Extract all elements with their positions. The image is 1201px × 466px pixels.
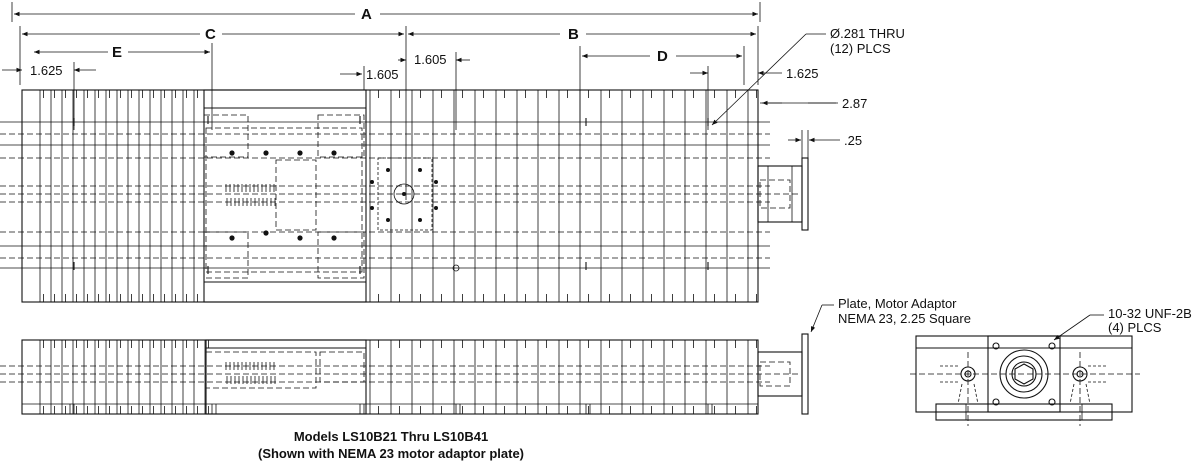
caption-title: Models LS10B21 Thru LS10B41: [294, 429, 488, 444]
dim-mid-1605-a: 1.605: [366, 67, 399, 82]
callout-plate-line1: Plate, Motor Adaptor: [838, 296, 957, 311]
dim-label-d: D: [657, 48, 668, 65]
dim-left-1625: 1.625: [30, 63, 63, 78]
callout-unf-line1: 10-32 UNF-2B: [1108, 306, 1192, 321]
caption-subtitle: (Shown with NEMA 23 motor adaptor plate): [258, 446, 524, 461]
dim-25: .25: [844, 133, 862, 148]
dimension-labels: A C B E D 1.625 1.605 1.605 1.625 2.87 .…: [30, 5, 867, 148]
dim-right-1625: 1.625: [786, 66, 819, 81]
dim-label-b: B: [568, 26, 579, 43]
dim-label-c: C: [205, 26, 216, 43]
dim-mid-1605-b: 1.605: [414, 52, 447, 67]
dim-287: 2.87: [842, 96, 867, 111]
side-view-body: [0, 333, 809, 415]
callout-unf-line2: (4) PLCS: [1108, 320, 1162, 335]
end-view: [910, 335, 1140, 426]
dim-label-a: A: [361, 6, 372, 23]
dim-label-e: E: [112, 44, 122, 61]
callout-plate-line2: NEMA 23, 2.25 Square: [838, 311, 971, 326]
callouts: Ø.281 THRU (12) PLCS Plate, Motor Adapto…: [711, 26, 1192, 341]
dimension-lines: [2, 2, 840, 200]
callout-thru-line1: Ø.281 THRU: [830, 26, 905, 41]
callout-thru-line2: (12) PLCS: [830, 41, 891, 56]
top-view-body: [0, 89, 809, 303]
